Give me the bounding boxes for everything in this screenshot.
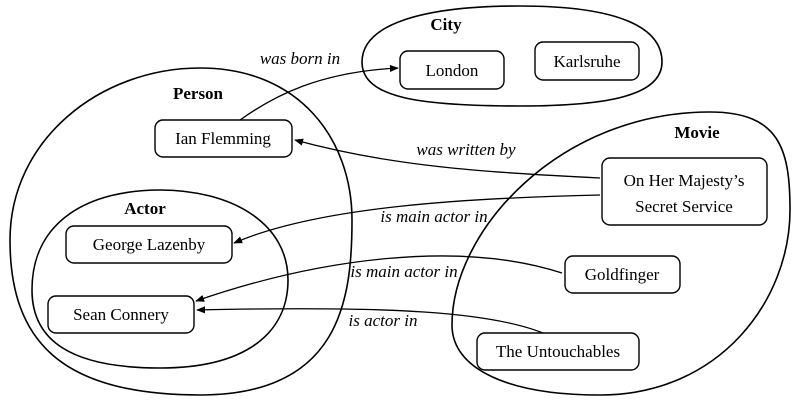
node-george-lazenby: George Lazenby [65, 225, 233, 264]
node-karlsruhe-label: Karlsruhe [553, 52, 620, 71]
node-the-untouchables: The Untouchables [476, 332, 640, 371]
node-goldfinger: Goldfinger [564, 255, 681, 294]
person-set-outline [9, 67, 353, 396]
edge-untouchables-actor [196, 306, 555, 339]
edge-ohmss-main-actor [233, 194, 601, 244]
node-london-label: London [426, 61, 479, 80]
is-main-actor-in-label-1: is main actor in [380, 207, 487, 226]
was-written-by-label: was written by [416, 140, 516, 159]
node-sean-connery-label: Sean Connery [73, 305, 169, 324]
edge-was-born-in [239, 64, 399, 121]
node-karlsruhe: Karlsruhe [534, 41, 640, 81]
is-main-actor-in-label-2: is main actor in [350, 262, 457, 281]
node-london: London [399, 50, 505, 90]
edge-was-written-by [294, 138, 601, 179]
is-actor-in-label: is actor in [349, 311, 418, 330]
node-goldfinger-label: Goldfinger [585, 265, 660, 284]
edge-goldfinger-main-actor [195, 255, 563, 302]
person-set-label: Person [173, 84, 224, 103]
node-ohmss-label-line1: On Her Majesty’s [624, 171, 745, 190]
movie-set-label: Movie [674, 123, 720, 142]
actor-set-label: Actor [124, 199, 166, 218]
was-born-in-label: was born in [260, 49, 340, 68]
city-set-outline [361, 5, 663, 107]
node-on-her-majestys-secret-service: On Her Majesty’s Secret Service [601, 157, 768, 226]
node-sean-connery: Sean Connery [47, 295, 195, 334]
actor-set-outline [31, 189, 289, 369]
node-george-lazenby-label: George Lazenby [93, 235, 206, 254]
node-the-untouchables-label: The Untouchables [496, 342, 620, 361]
movie-set-outline [451, 111, 791, 396]
node-ohmss-label-line2: Secret Service [635, 197, 733, 216]
city-set-label: City [430, 15, 462, 34]
node-ian-flemming-label: Ian Flemming [175, 129, 271, 148]
node-ian-flemming: Ian Flemming [154, 119, 293, 158]
